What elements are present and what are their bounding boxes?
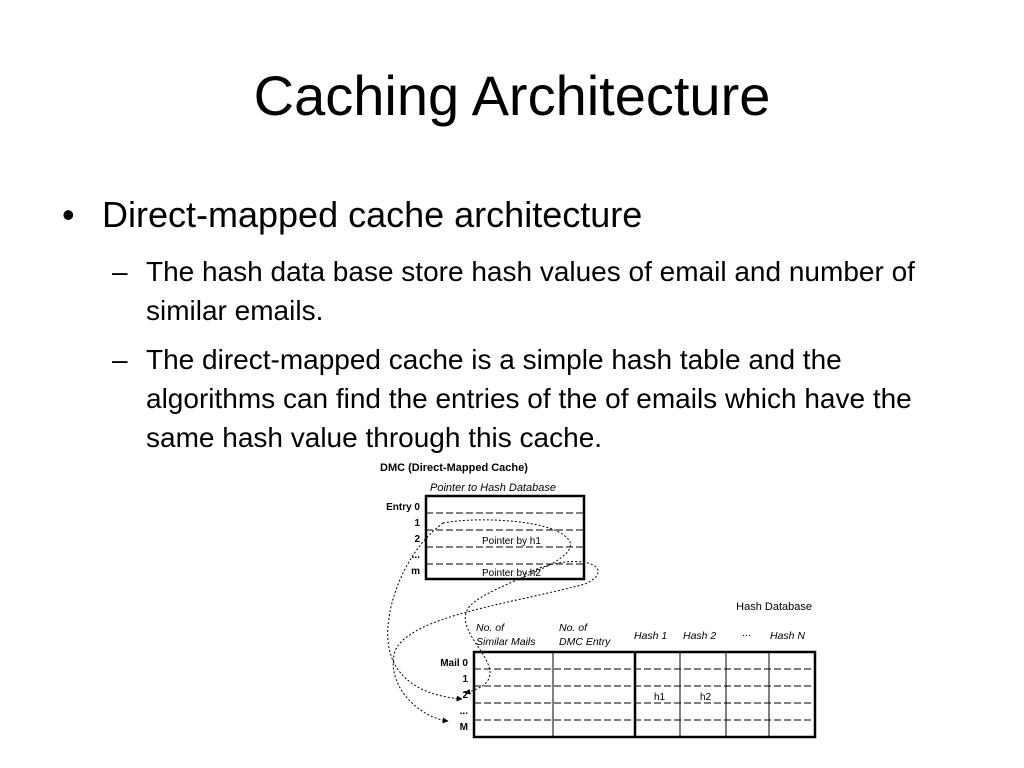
hash-cell-h1: h1	[654, 692, 666, 703]
pointer-arrow-h2	[392, 561, 599, 724]
hashdb-row-label: M	[460, 722, 468, 733]
dmc-row-label: 2	[414, 534, 420, 545]
hash-cell-h2: h2	[700, 692, 712, 703]
hashdb-row-dividers	[474, 668, 815, 721]
dmc-title: DMC (Direct-Mapped Cache)	[380, 462, 528, 474]
cache-diagram: DMC (Direct-Mapped Cache) Pointer to Has…	[380, 462, 817, 739]
hashdb-column-header: No. of	[476, 622, 505, 634]
dmc-column-header: Pointer to Hash Database	[430, 482, 556, 494]
hashdb-row-label: Mail 0	[440, 658, 468, 669]
hashdb-column-header: Hash 2	[683, 630, 716, 642]
dmc-table	[424, 494, 586, 581]
pointer-arrow-dmc-to-mail	[387, 522, 463, 702]
dmc-row-label: 1	[414, 518, 420, 529]
hashdb-column-header: ...	[742, 627, 751, 639]
hashdb-row-label: 2	[462, 690, 468, 701]
hashdb-row-label: ...	[460, 706, 469, 717]
sub-bullet-text: The direct-mapped cache is a simple hash…	[146, 344, 912, 453]
slide-title: Caching Architecture	[253, 64, 771, 127]
hashdb-title: Hash Database	[736, 601, 812, 613]
dash-marker: –	[112, 344, 128, 375]
main-bullet-text: Direct-mapped cache architecture	[102, 194, 643, 235]
pointer-label-h1: Pointer by h1	[482, 536, 541, 547]
dmc-row-label: Entry 0	[386, 502, 420, 513]
bullet-marker: •	[62, 194, 75, 235]
hashdb-column-header: Hash 1	[634, 630, 667, 642]
hashdb-column-header: No. of	[559, 622, 588, 634]
sub-bullet-text: The hash data base store hash values of …	[146, 256, 915, 326]
hashdb-row-label: 1	[462, 674, 468, 685]
pointer-arrow-h1	[442, 519, 571, 695]
dmc-row-label: ...	[412, 550, 421, 561]
hashdb-column-header: Similar Mails	[476, 636, 536, 648]
dash-marker: –	[112, 256, 128, 287]
dmc-row-dividers	[426, 512, 584, 565]
hashdb-column-header: Hash N	[770, 630, 805, 642]
pointer-arrows	[387, 519, 599, 724]
hashdb-column-header: DMC Entry	[559, 636, 611, 648]
dmc-row-label: m	[411, 566, 420, 577]
hashdb-table	[472, 650, 817, 739]
sub-bullet-direct-mapped-cache: – The direct-mapped cache is a simple ha…	[112, 340, 942, 456]
pointer-label-h2: Pointer by h2	[482, 568, 541, 579]
